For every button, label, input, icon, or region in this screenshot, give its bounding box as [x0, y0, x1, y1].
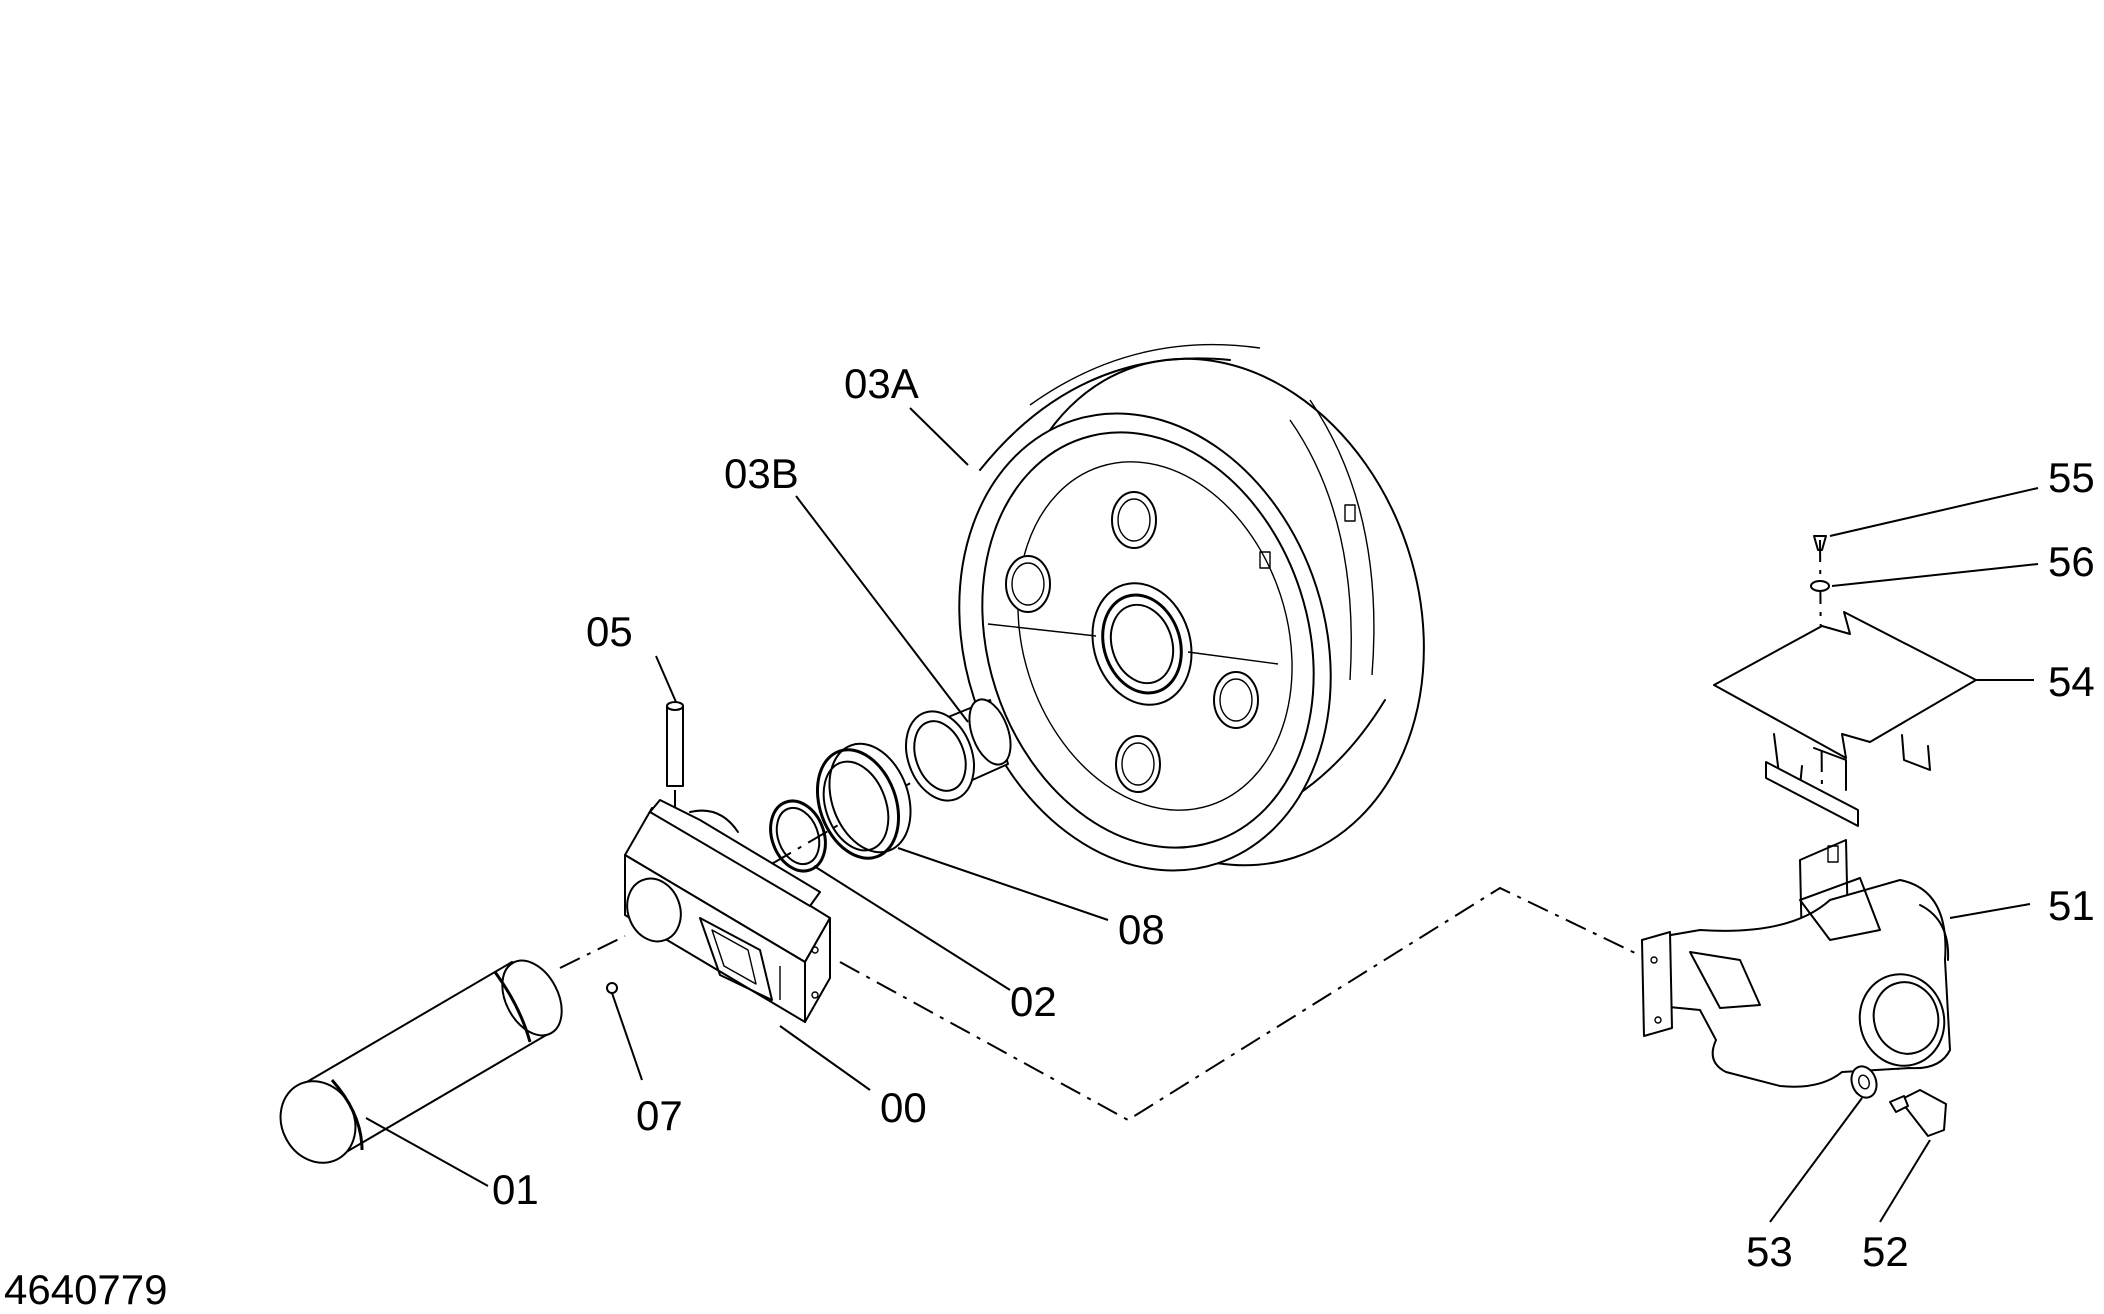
cover-plate [1713, 611, 1977, 827]
drawing-number: 4640779 [4, 1266, 168, 1313]
o-ring [769, 799, 827, 873]
label-51: 51 [2048, 882, 2095, 929]
bracket [1641, 839, 1951, 1088]
hub-hole [1111, 491, 1157, 549]
hub-hole [1213, 671, 1259, 729]
label-03B: 03B [724, 450, 799, 497]
label-53: 53 [1746, 1228, 1793, 1275]
label-08: 08 [1118, 906, 1165, 953]
set-screw [606, 982, 618, 994]
label-01: 01 [492, 1166, 539, 1213]
label-56: 56 [2048, 538, 2095, 585]
label-55: 55 [2048, 454, 2095, 501]
top-bolt [1813, 535, 1827, 551]
bushing [905, 698, 1012, 802]
leader-lines [365, 407, 2039, 1223]
idler-wheel [958, 343, 1425, 872]
bottom-bolt [1889, 1089, 1947, 1137]
bottom-washer [1850, 1065, 1878, 1099]
label-05: 05 [586, 608, 633, 655]
part-labels: 03A 03B 05 08 02 07 00 01 55 56 54 51 53… [492, 360, 2095, 1275]
top-washer [1810, 580, 1830, 592]
spring-pin [666, 701, 684, 870]
label-03A: 03A [844, 360, 919, 407]
label-54: 54 [2048, 658, 2095, 705]
hub-hole [1115, 735, 1161, 793]
label-07: 07 [636, 1092, 683, 1139]
label-00: 00 [880, 1084, 927, 1131]
label-52: 52 [1862, 1228, 1909, 1275]
idler-shaft [279, 959, 563, 1164]
bearing-block [624, 799, 831, 1023]
floating-seal [815, 742, 912, 860]
label-02: 02 [1010, 978, 1057, 1025]
hub-hole [1005, 555, 1051, 613]
